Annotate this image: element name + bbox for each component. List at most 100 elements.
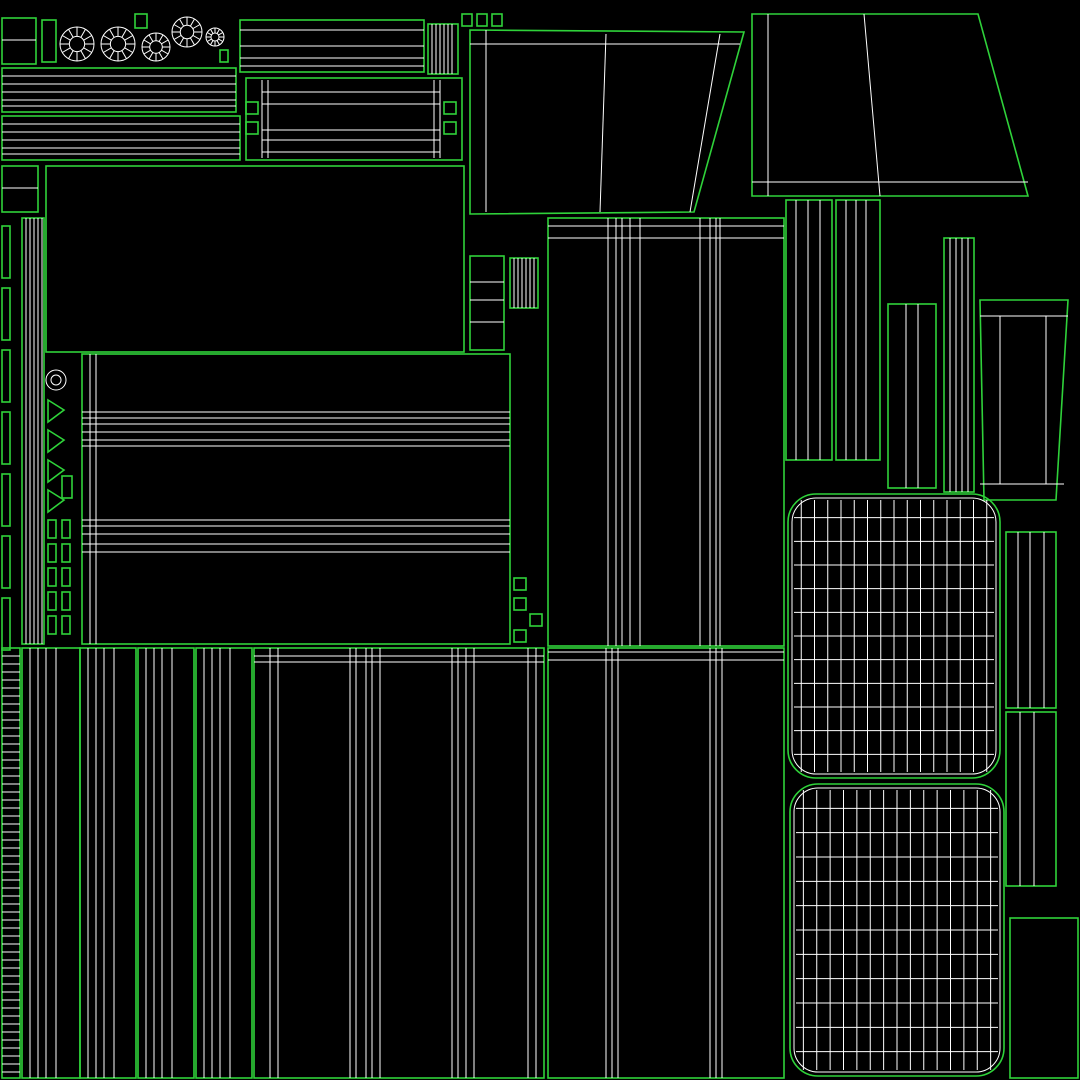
small-part (61, 475, 73, 499)
tiny-square (443, 121, 457, 135)
vertical-strip-island (1005, 711, 1057, 887)
cylinder-island (887, 303, 937, 489)
bottle-island (979, 299, 1069, 501)
trapezoid-top-center (469, 29, 746, 215)
strips-vertical-center (547, 217, 785, 647)
uv-edge (210, 28, 214, 34)
cushion-wire (791, 497, 997, 775)
strips-vertical-bottom (547, 647, 785, 1079)
frame-island (245, 77, 463, 161)
uv-edge (143, 49, 151, 55)
bar-end-island (427, 23, 459, 75)
triangle-part (47, 488, 66, 514)
tiny-square (461, 13, 473, 27)
uv-edge (124, 35, 133, 41)
uv-edge (109, 50, 115, 59)
small-disc (45, 369, 67, 391)
uv-edge (206, 38, 212, 42)
left-micro-part (1, 597, 11, 651)
small-part (61, 543, 71, 563)
uv-edge (189, 18, 195, 27)
strip-island (1, 115, 241, 161)
uv-edge (179, 37, 185, 46)
tiny-square (513, 597, 527, 611)
uv-edge (103, 47, 112, 53)
strips-vertical-bottom (137, 647, 195, 1079)
uv-edge (83, 47, 92, 53)
small-part (61, 567, 71, 587)
uv-edge (80, 29, 86, 38)
wireframe-lines (2, 13, 1068, 1078)
strips-vertical-bottom (79, 647, 137, 1079)
island-borders (1, 13, 1079, 1079)
left-micro-part (1, 349, 11, 403)
uv-edge (83, 35, 92, 41)
small-part (47, 519, 57, 539)
uv-edge (158, 34, 164, 42)
uv-edge (218, 32, 224, 36)
uv-edge (192, 24, 201, 30)
uv-edge (80, 50, 86, 59)
strips-vertical-bottom (253, 647, 545, 1079)
uv-edge (148, 34, 154, 42)
vertical-strip-island (785, 199, 833, 461)
triangle-part (47, 398, 66, 424)
uv-edge (192, 34, 201, 40)
panel-small-island (1009, 917, 1079, 1079)
tiny-square (513, 629, 527, 643)
uv-edge (173, 34, 182, 40)
vertical-strip-island (835, 199, 881, 461)
uv-edge (68, 50, 74, 59)
small-part (61, 615, 71, 635)
uv-edge (68, 29, 74, 38)
cushion-outline (787, 493, 1001, 779)
small-part (47, 567, 57, 587)
tiny-square (529, 613, 543, 627)
left-micro-part (1, 411, 11, 465)
uv-edge (689, 33, 721, 213)
tiny-square (245, 101, 259, 115)
uv-edge (148, 52, 154, 60)
strip-island (1, 67, 237, 113)
left-micro-part (1, 225, 11, 279)
left-micro-part (1, 287, 11, 341)
small-box-island (1, 17, 37, 65)
uv-edge (863, 13, 881, 197)
cushion-outline (789, 783, 1005, 1077)
tiny-square (476, 13, 488, 27)
uv-edge (121, 50, 127, 59)
triangle-part (47, 428, 66, 454)
uv-edge (216, 28, 220, 34)
small-part (61, 519, 71, 539)
tiny-square (491, 13, 503, 27)
uv-edge (158, 52, 164, 60)
left-micro-part (1, 473, 11, 527)
panel-large-upper-left (45, 165, 465, 353)
uv-edge (62, 35, 71, 41)
left-micro-part (1, 535, 11, 589)
small-square-island (219, 49, 229, 63)
tiny-square (443, 101, 457, 115)
curved-part-island (469, 255, 505, 351)
uv-edge (173, 24, 182, 30)
uv-edge (189, 37, 195, 46)
uv-edge (143, 39, 151, 45)
tall-strip-island (21, 217, 45, 645)
uv-edge (161, 49, 169, 55)
uv-edge (599, 33, 607, 213)
strips-vertical-bottom (195, 647, 253, 1079)
tiny-square (245, 121, 259, 135)
uv-edge (121, 29, 127, 38)
uv-edge (62, 47, 71, 53)
trapezoid-top-right (751, 13, 1030, 197)
triangle-part (47, 458, 66, 484)
tiny-square (513, 577, 527, 591)
uv-edge (216, 40, 220, 46)
small-part (47, 591, 57, 611)
strip-horizontal-large-mid (81, 353, 511, 645)
uv-edge (210, 40, 214, 46)
small-box-island (1, 165, 39, 213)
small-cylinder-island (509, 257, 539, 309)
uv-edge (161, 39, 169, 45)
